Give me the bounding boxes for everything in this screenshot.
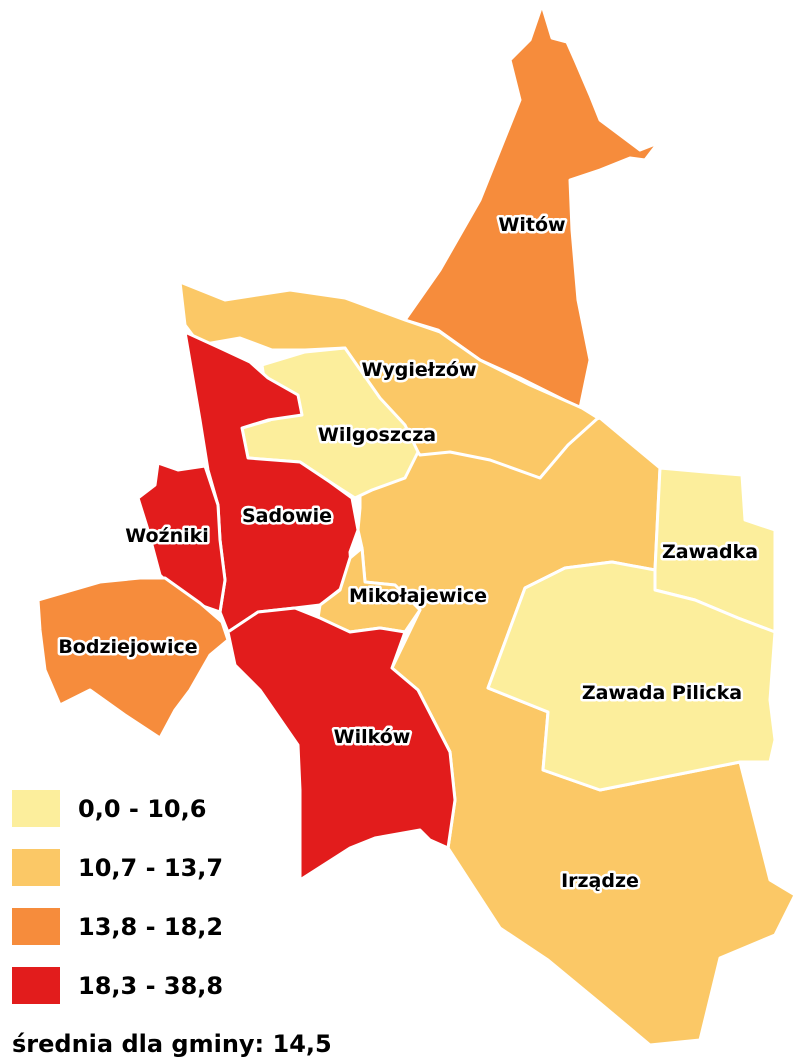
region-label-irzadze: Irządze bbox=[561, 870, 639, 892]
municipality-average: średnia dla gminy: 14,5 bbox=[12, 1030, 332, 1058]
legend-label: 10,7 - 13,7 bbox=[78, 853, 224, 882]
legend-swatch-3 bbox=[12, 967, 60, 1004]
legend-label: 18,3 - 38,8 bbox=[78, 971, 224, 1000]
region-wozniki[interactable] bbox=[136, 461, 227, 614]
region-label-wygielzow: Wygiełzów bbox=[361, 359, 476, 381]
region-witow[interactable] bbox=[403, 3, 660, 410]
region-label-zawadka: Zawadka bbox=[662, 541, 758, 563]
region-label-sadowie: Sadowie bbox=[242, 505, 332, 527]
legend-swatch-2 bbox=[12, 908, 60, 945]
region-label-zawada-pilicka: Zawada Pilicka bbox=[582, 682, 742, 704]
region-label-witow: Witów bbox=[498, 214, 565, 236]
region-label-mikolajewice: Mikołajewice bbox=[349, 585, 487, 607]
region-label-wozniki: Woźniki bbox=[125, 525, 209, 547]
legend-item: 0,0 - 10,6 bbox=[12, 790, 223, 827]
legend: 0,0 - 10,6 10,7 - 13,7 13,8 - 18,2 18,3 … bbox=[12, 790, 223, 1026]
legend-label: 0,0 - 10,6 bbox=[78, 794, 207, 823]
legend-label: 13,8 - 18,2 bbox=[78, 912, 224, 941]
legend-swatch-1 bbox=[12, 849, 60, 886]
region-wilkow[interactable] bbox=[226, 606, 457, 882]
region-bodziejowice[interactable] bbox=[36, 576, 230, 740]
legend-swatch-0 bbox=[12, 790, 60, 827]
region-label-wilkow: Wilków bbox=[334, 726, 411, 748]
legend-item: 10,7 - 13,7 bbox=[12, 849, 223, 886]
region-zawada-pilicka[interactable] bbox=[486, 560, 777, 792]
legend-item: 13,8 - 18,2 bbox=[12, 908, 223, 945]
region-label-wilgoszcza: Wilgoszcza bbox=[318, 424, 436, 446]
region-wygielzow[interactable] bbox=[178, 280, 600, 480]
region-label-bodziejowice: Bodziejowice bbox=[58, 636, 197, 658]
legend-item: 18,3 - 38,8 bbox=[12, 967, 223, 1004]
